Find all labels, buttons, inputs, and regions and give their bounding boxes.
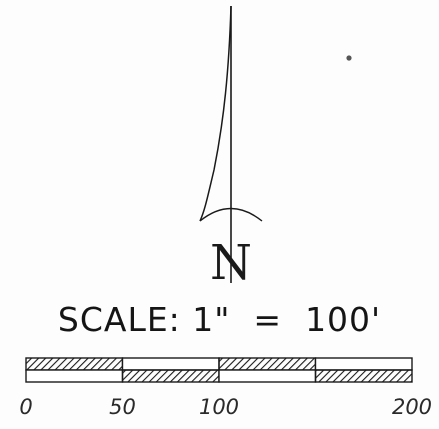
north-arrow-arc [199, 207, 263, 222]
scale-bar [25, 357, 413, 383]
scale-bar-segment [218, 369, 317, 383]
scale-bar-segment [25, 357, 124, 371]
scan-speck [346, 55, 352, 61]
scale-bar-segment [314, 369, 413, 383]
north-arrow-head [199, 5, 232, 222]
scale-bar-segment [25, 369, 124, 383]
scale-bar-segment [218, 357, 317, 371]
scale-bar-segment [121, 357, 220, 371]
scale-bar-segment [314, 357, 413, 371]
scale-bar-tick-label: 100 [198, 395, 240, 419]
north-letter: N [210, 235, 252, 291]
scale-bar-tick-label: 200 [391, 395, 433, 419]
scale-bar-tick-label: 50 [109, 395, 136, 419]
scale-bar-segment [121, 369, 220, 383]
scale-bar-tick-label: 0 [19, 395, 33, 419]
scale-text: SCALE: 1" = 100' [57, 300, 382, 339]
